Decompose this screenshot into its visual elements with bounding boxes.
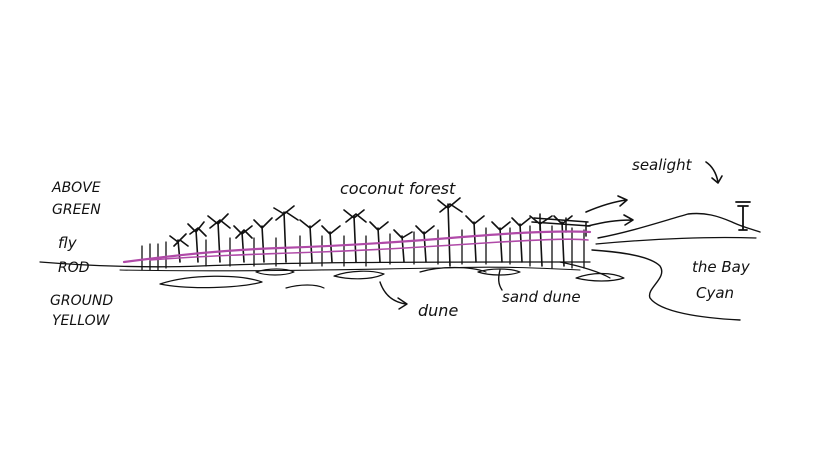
label-green: GREEN [52, 202, 101, 218]
pavilion-frame [531, 213, 591, 237]
label-fly: fly [58, 234, 78, 252]
ground-line [39, 261, 591, 268]
headland-base [595, 236, 757, 245]
label-sealight: sealight [632, 156, 693, 174]
ground-right [559, 261, 611, 279]
fly-rod-lower [149, 238, 589, 261]
sea-arrow-1 [585, 195, 628, 213]
label-cyan: Cyan [696, 284, 734, 302]
beacon-icon [735, 201, 751, 231]
sand-dune-arrow [497, 269, 503, 291]
label-coconut-forest: coconut forest [340, 179, 456, 198]
fly-rod [122, 230, 592, 264]
label-the-bay: the Bay [692, 258, 751, 276]
bay-shoreline [591, 249, 741, 321]
label-ground: GROUND [50, 293, 113, 309]
label-yellow: YELLOW [52, 313, 111, 329]
label-rod: ROD [58, 260, 90, 276]
label-sand-dune: sand dune [502, 288, 581, 306]
ground-line-2 [119, 266, 581, 272]
dunes [159, 266, 625, 289]
headland-outline [597, 212, 761, 239]
label-above: ABOVE [51, 180, 101, 196]
dune-arrow [379, 281, 408, 310]
label-dune: dune [418, 301, 458, 320]
sea-arrow-2 [587, 214, 634, 227]
sealight-arrow [705, 161, 723, 184]
